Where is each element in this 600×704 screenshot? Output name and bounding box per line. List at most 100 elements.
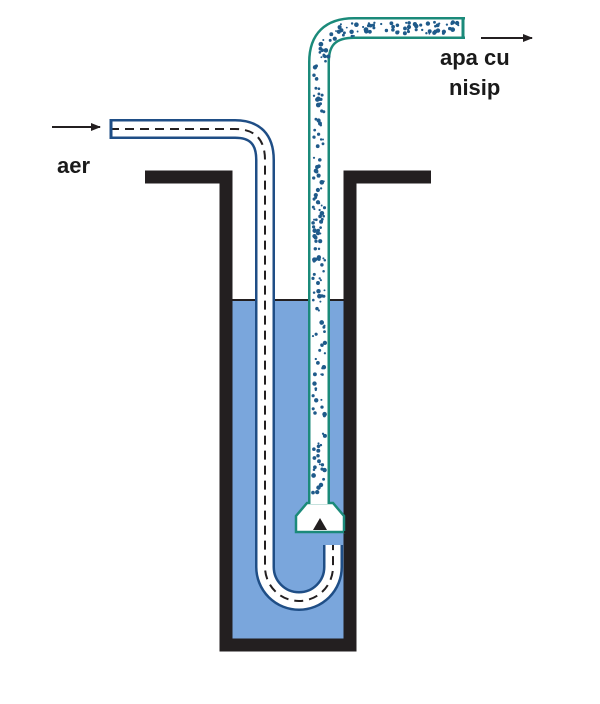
sand-particle [316, 444, 321, 449]
sand-particle [312, 456, 317, 460]
sand-particle [322, 269, 325, 273]
sand-particle [320, 204, 323, 207]
sand-particle [433, 29, 438, 34]
sand-particle [311, 473, 316, 478]
sand-particle [362, 25, 365, 29]
sand-particle [319, 138, 323, 141]
sand-particle [313, 465, 317, 470]
sand-particle [405, 21, 408, 24]
sand-particle [341, 33, 345, 37]
sand-particle [314, 387, 318, 390]
sand-particle [324, 59, 327, 63]
sand-particle [384, 28, 389, 33]
sand-particle [339, 23, 342, 26]
sand-particle [319, 187, 323, 190]
sand-particle [364, 29, 369, 34]
sand-particle [450, 20, 456, 25]
sand-particle [320, 93, 324, 97]
sand-particle [311, 276, 315, 280]
sand-particle [406, 30, 411, 34]
sand-particle [312, 94, 316, 97]
sand-particle [318, 41, 324, 47]
sand-particle [312, 228, 317, 233]
sand-particle [371, 23, 376, 27]
sand-particle [323, 48, 329, 53]
sand-particle [318, 208, 321, 212]
sand-particle [317, 164, 321, 169]
sand-particle [319, 300, 322, 303]
sand-particle [373, 21, 376, 24]
sand-particle [323, 259, 327, 262]
sand-particle [318, 214, 322, 219]
sand-particle [317, 87, 321, 91]
sand-particle [316, 281, 320, 285]
sand-particle [311, 205, 315, 209]
air-pipe [109, 119, 343, 611]
sand-particle [323, 330, 326, 333]
sand-particle [337, 25, 342, 30]
sand-particle [314, 398, 319, 403]
sand-particle [352, 34, 355, 37]
sand-particle [395, 23, 400, 28]
sand-particle [320, 48, 325, 53]
sand-particle [329, 32, 334, 37]
sand-particle [316, 173, 321, 178]
sand-particle [323, 352, 327, 355]
sand-particles [311, 20, 460, 495]
sand-particle [345, 26, 348, 29]
sand-particle [321, 365, 327, 370]
sand-particle [314, 117, 318, 121]
sand-particle [322, 340, 328, 346]
sand-particle [316, 77, 318, 79]
sand-particle [316, 454, 320, 458]
sand-particle [313, 411, 317, 415]
sand-particle [320, 263, 324, 267]
sand-particle [389, 21, 394, 26]
sand-particle [322, 214, 325, 218]
sand-particle [412, 22, 418, 27]
sand-particle [320, 343, 323, 347]
sand-particle [311, 335, 315, 338]
sand-particle [312, 447, 316, 451]
sand-particle [356, 30, 359, 33]
sand-particle [403, 26, 407, 31]
sand-particle [314, 332, 318, 336]
sand-particle [406, 24, 412, 30]
sand-particle [317, 309, 320, 312]
sand-particle [326, 54, 331, 59]
sand-particle [314, 196, 318, 199]
lift-pipe-interior [310, 19, 465, 504]
sand-particle [323, 289, 326, 292]
sand-particle [317, 293, 322, 299]
sand-particle [312, 272, 316, 276]
sand-particle [396, 30, 400, 34]
sand-particle [317, 257, 321, 261]
sand-particle [414, 28, 418, 32]
sand-particle [315, 144, 320, 149]
sand-particle [425, 21, 431, 26]
sand-particle [318, 482, 324, 488]
sand-particle [328, 38, 332, 42]
sand-particle [313, 218, 316, 221]
sand-particle [311, 394, 315, 398]
sand-particle [313, 208, 316, 211]
lift-pipe [294, 17, 465, 534]
sand-particle [319, 279, 322, 282]
sand-particle [318, 348, 322, 352]
sand-particle [312, 225, 316, 229]
sand-particle [456, 23, 459, 26]
sand-particle [314, 86, 318, 90]
sand-particle [354, 22, 359, 28]
sand-particle [312, 233, 317, 239]
sand-particle [311, 407, 315, 411]
sand-particle [314, 357, 317, 361]
sand-particle [315, 200, 321, 205]
sand-particle [322, 206, 327, 210]
sand-particle [367, 22, 371, 25]
sand-particle [317, 442, 320, 445]
sand-particle [320, 467, 324, 471]
sand-particle [316, 288, 321, 294]
sand-particle [312, 372, 317, 377]
sand-particle [445, 23, 449, 26]
